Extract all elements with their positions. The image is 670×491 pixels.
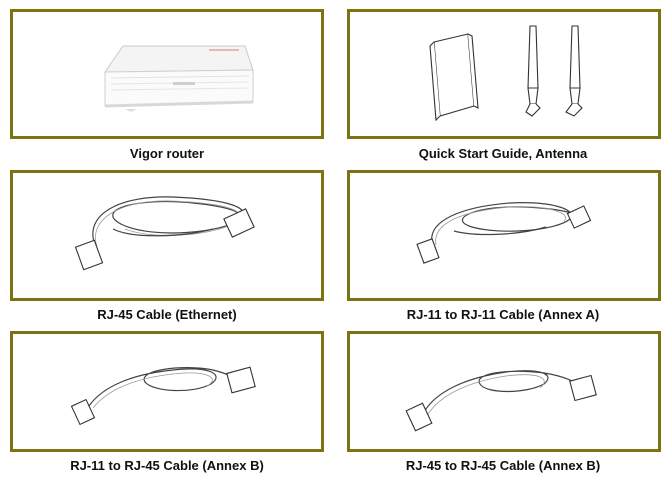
- caption-rj11-rj45-cable: RJ-11 to RJ-45 Cable (Annex B): [70, 458, 264, 473]
- package-item-rj45-cable: [10, 170, 324, 301]
- caption-rj45-rj45-cable: RJ-45 to RJ-45 Cable (Annex B): [405, 458, 601, 473]
- rj11-cable-icon: [416, 202, 592, 264]
- caption-guide-antenna: Quick Start Guide, Antenna: [418, 146, 588, 161]
- rj11-rj45-cable-icon: [70, 366, 256, 426]
- package-item-guide-antenna: [347, 9, 661, 139]
- caption-rj45-cable: RJ-45 Cable (Ethernet): [97, 307, 237, 322]
- router-icon: [104, 45, 254, 112]
- caption-router: Vigor router: [129, 146, 205, 161]
- guide-and-antenna-icon: [429, 25, 583, 122]
- package-item-router: [10, 9, 324, 139]
- rj45-rj45-cable-icon: [405, 370, 597, 432]
- package-item-rj11-cable: [347, 170, 661, 301]
- package-item-rj45-rj45-cable: [347, 331, 661, 452]
- package-item-rj11-rj45-cable: [10, 331, 324, 452]
- rj45-cable-icon: [74, 196, 255, 271]
- caption-rj11-cable: RJ-11 to RJ-11 Cable (Annex A): [406, 307, 600, 322]
